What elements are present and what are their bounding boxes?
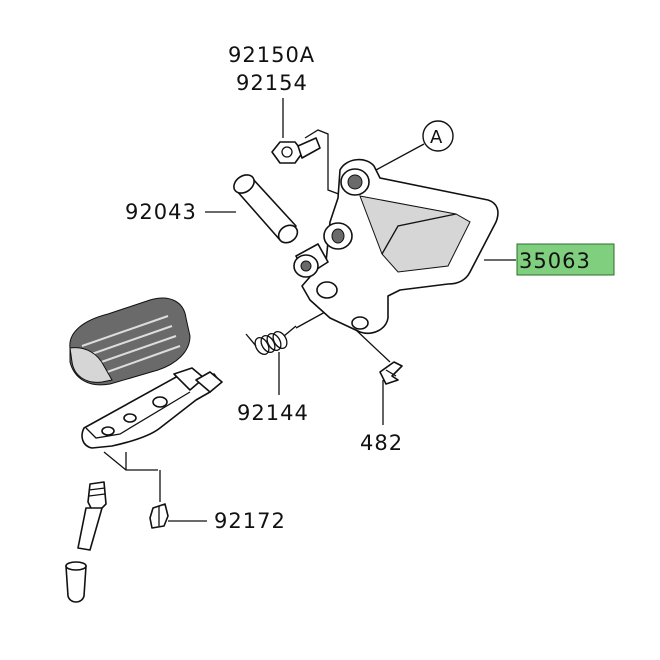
pin-clip-482 bbox=[379, 361, 403, 385]
footpeg-rubber bbox=[69, 297, 191, 386]
collar-92043 bbox=[233, 174, 299, 244]
label-92154: 92154 bbox=[236, 71, 308, 95]
label-92172: 92172 bbox=[214, 509, 286, 533]
label-92150a: 92150A bbox=[228, 43, 315, 67]
bushing bbox=[293, 243, 329, 278]
pivot-pin bbox=[77, 481, 107, 551]
leader-lines bbox=[103, 98, 516, 522]
label-35063-highlight bbox=[516, 243, 615, 276]
footpeg-base bbox=[81, 367, 223, 449]
label-482: 482 bbox=[360, 431, 403, 455]
callout-labels: 92150A 92154 92043 35063 92144 482 92172 bbox=[125, 43, 615, 533]
bracket-35063 bbox=[301, 158, 499, 334]
pin-cap bbox=[65, 561, 87, 603]
label-35063: 35063 bbox=[519, 249, 591, 273]
label-92144: 92144 bbox=[237, 401, 309, 425]
spring-92144 bbox=[245, 325, 297, 356]
reference-marker-label: A bbox=[430, 127, 443, 148]
screw-92172 bbox=[149, 503, 169, 529]
reference-marker-a: A bbox=[375, 120, 454, 171]
bolt-92150a bbox=[271, 137, 321, 164]
label-92043: 92043 bbox=[125, 200, 197, 224]
